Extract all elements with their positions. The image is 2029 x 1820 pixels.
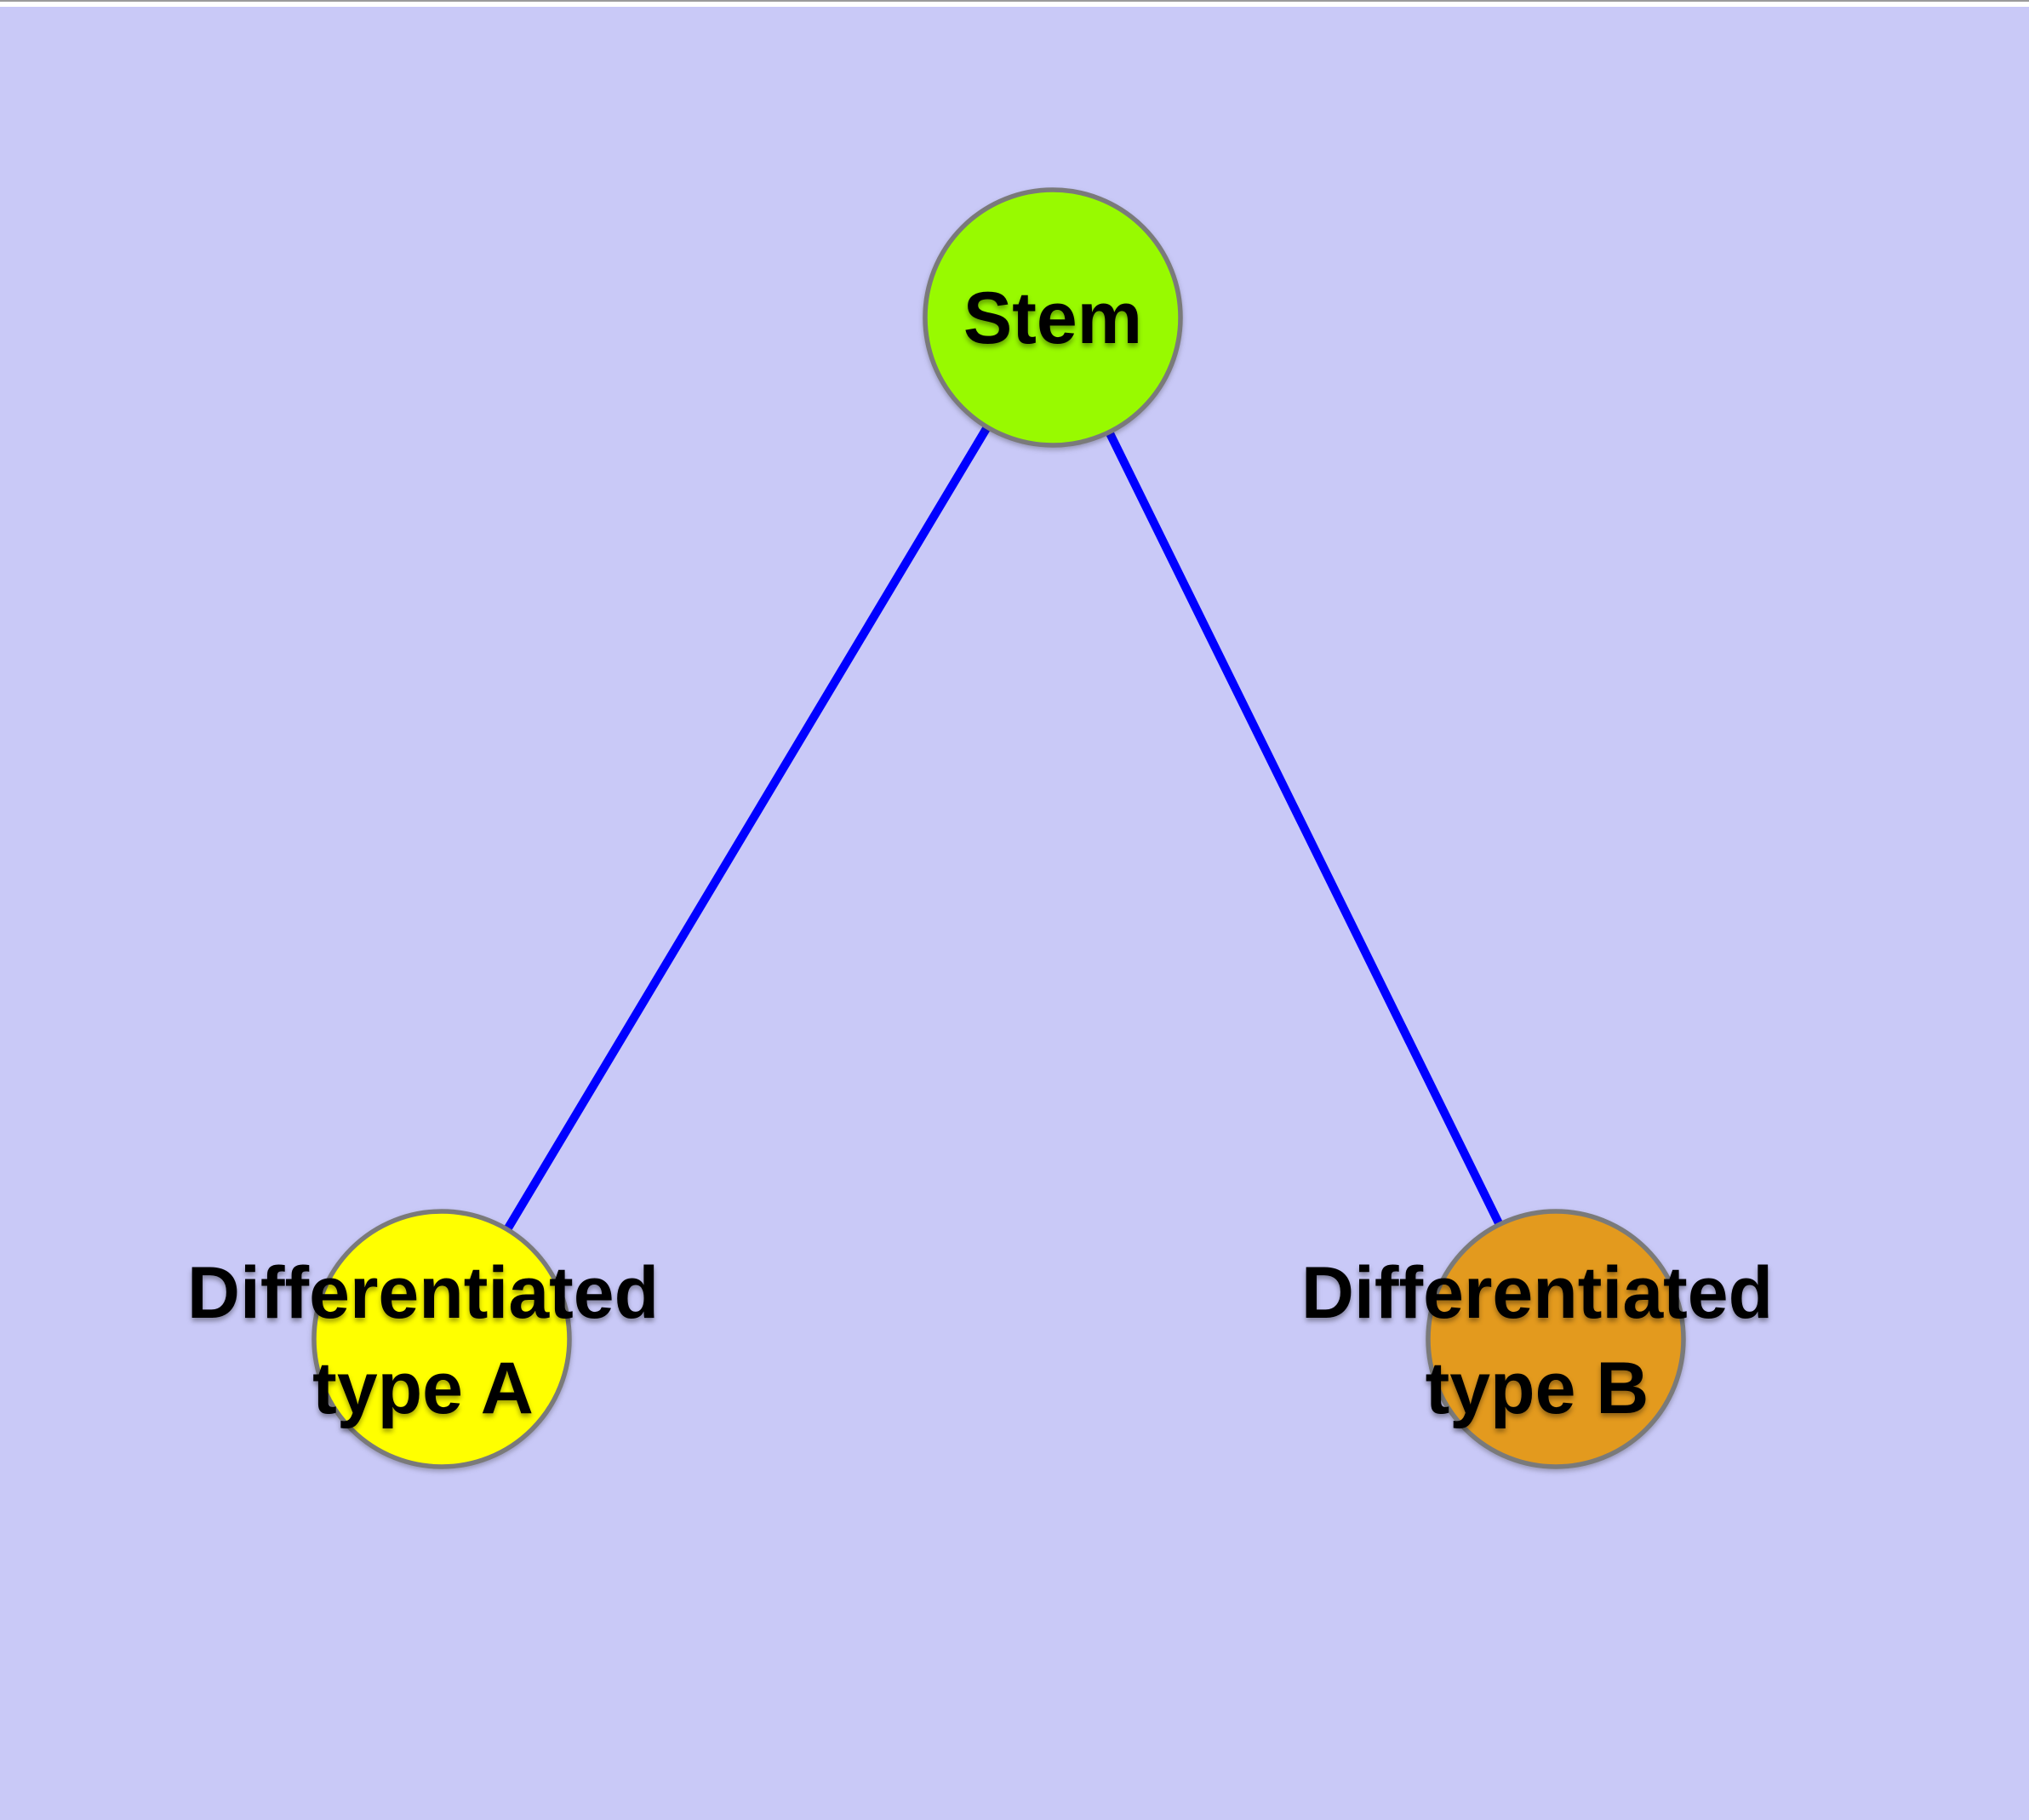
edge-stem-to-type-a[interactable]	[437, 315, 1057, 1342]
node-differentiated-type-b[interactable]	[1426, 1209, 1686, 1469]
node-differentiated-type-a[interactable]	[311, 1209, 572, 1469]
window-top-strip	[0, 0, 2029, 7]
edge-stem-to-type-b[interactable]	[1049, 315, 1560, 1342]
node-stem[interactable]	[923, 187, 1183, 448]
